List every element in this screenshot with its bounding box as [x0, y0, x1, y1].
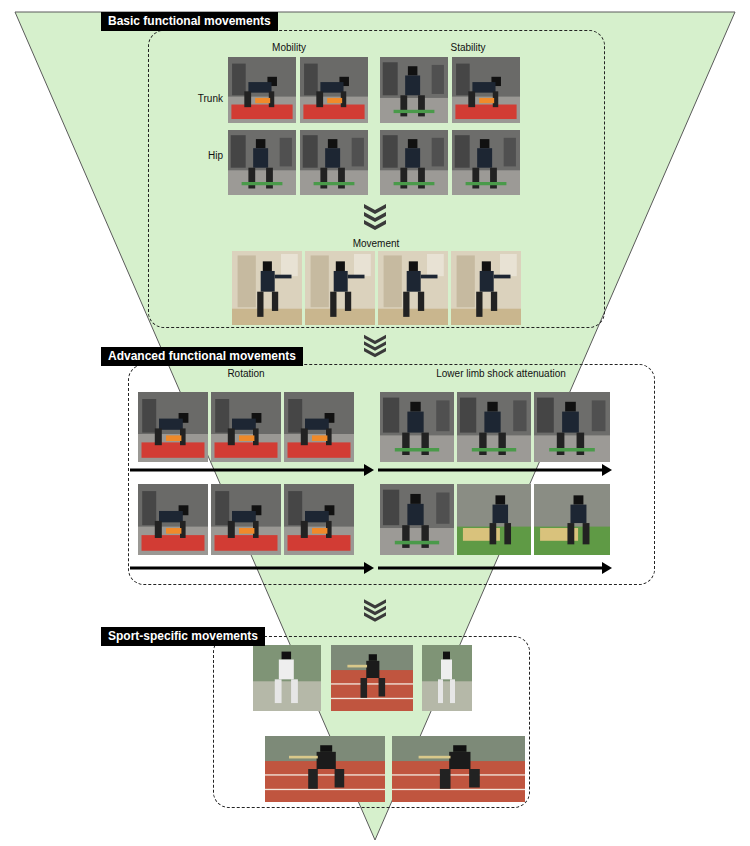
section-heading: Sport-specific movements — [101, 627, 265, 646]
column-label: Mobility — [272, 42, 306, 54]
photo — [211, 392, 281, 462]
photo — [380, 130, 448, 195]
chevron — [364, 341, 386, 351]
photo — [331, 645, 413, 711]
photo — [534, 392, 610, 462]
chevron-connector — [364, 599, 386, 622]
photo — [253, 645, 321, 711]
funnel-triangle — [15, 12, 735, 840]
column-label: Lower limb shock attenuation — [436, 368, 566, 380]
photo — [457, 484, 531, 555]
photo — [138, 484, 208, 555]
section-region: Basic functional movementsMobilityStabil… — [148, 30, 605, 328]
chevron — [364, 335, 386, 345]
chevron-connector — [364, 335, 386, 358]
photo — [232, 251, 302, 325]
photo — [392, 736, 525, 802]
photo — [422, 645, 472, 711]
photo — [451, 251, 521, 325]
photo — [305, 251, 375, 325]
photo — [380, 57, 448, 123]
progression-arrow — [130, 464, 612, 574]
photo — [284, 484, 354, 555]
photo — [452, 57, 520, 123]
photo — [300, 130, 368, 195]
photo — [211, 484, 281, 555]
column-label: Rotation — [227, 368, 264, 380]
chevron — [364, 348, 386, 358]
photo — [380, 392, 454, 462]
photo — [457, 392, 531, 462]
photo — [265, 736, 385, 802]
photo — [228, 57, 296, 123]
photo — [378, 251, 448, 325]
column-label: Movement — [353, 238, 400, 250]
column-label: Stability — [450, 42, 485, 54]
photo — [300, 57, 368, 123]
row-label: Trunk — [198, 93, 223, 105]
photo — [284, 392, 354, 462]
photo — [452, 130, 520, 195]
chevron — [364, 606, 386, 616]
chevron — [364, 599, 386, 609]
section-heading: Basic functional movements — [101, 12, 278, 31]
section-region: Sport-specific movements — [213, 636, 530, 808]
chevron-arrow — [364, 204, 386, 230]
section-heading: Advanced functional movements — [101, 347, 303, 366]
section-region: Advanced functional movementsRotationLow… — [128, 364, 655, 585]
photo — [228, 130, 296, 195]
chevron — [364, 612, 386, 622]
row-label: Hip — [208, 150, 223, 162]
photo — [138, 392, 208, 462]
photo — [534, 484, 610, 555]
photo — [380, 484, 454, 555]
